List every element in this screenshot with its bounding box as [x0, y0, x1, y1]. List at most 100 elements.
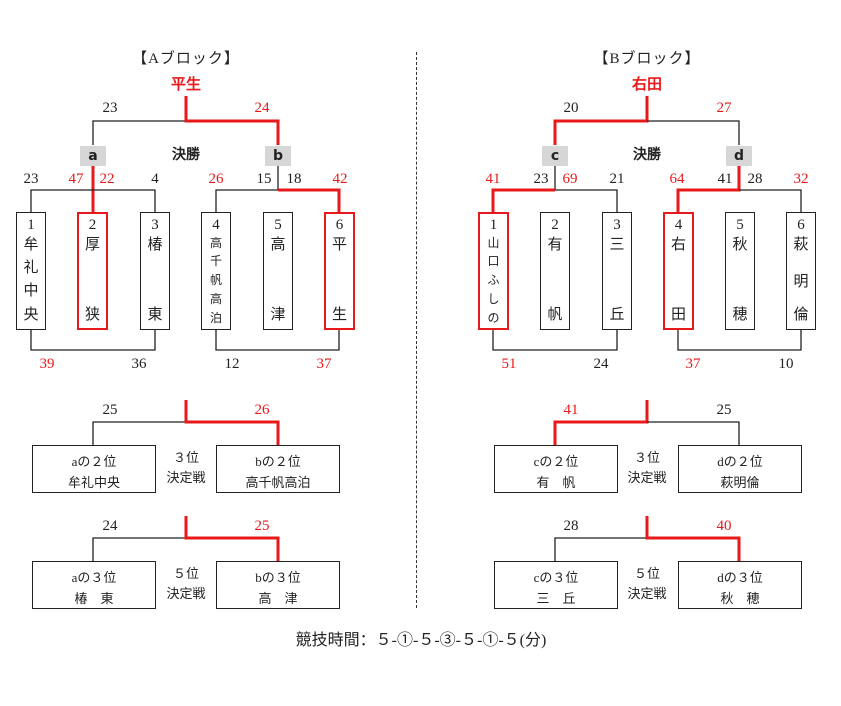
team-box: 5 高 津 — [263, 212, 293, 330]
team-name-char: 山 — [487, 236, 500, 250]
team-box: 4 高 千 帆 高 泊 — [201, 212, 231, 330]
top-score: 41 — [485, 171, 501, 187]
match-rank: ３位 — [633, 450, 661, 465]
bracket-line — [278, 188, 341, 212]
champion: 右田 — [631, 75, 663, 93]
box-title: bの２位 — [255, 454, 301, 469]
match-rank: ５位 — [633, 566, 661, 581]
box-team: 秋 穂 — [720, 591, 760, 606]
bottom-score: 37 — [685, 356, 701, 372]
team-number: 2 — [551, 217, 559, 233]
box-team: 椿 東 — [74, 591, 114, 606]
match-type: 決定戦 — [627, 586, 667, 601]
team-box: 2 有 帆 — [540, 212, 570, 330]
bottom-score: 10 — [778, 356, 794, 372]
third-place-right-box: dの２位 萩明倫 — [678, 445, 802, 493]
bracket-line — [92, 421, 186, 445]
team-number: 4 — [674, 217, 683, 233]
match-type: 決定戦 — [166, 586, 206, 601]
top-score: 23 — [533, 171, 549, 187]
top-score: 42 — [332, 171, 348, 187]
top-score: 22 — [99, 171, 115, 187]
bracket-line — [553, 400, 649, 445]
top-score: 4 — [151, 171, 159, 187]
fifth-place-score-right: 25 — [254, 518, 270, 534]
top-score: 69 — [562, 171, 578, 187]
team-number: 3 — [613, 217, 621, 233]
bottom-score: 39 — [39, 356, 55, 372]
team-number: 2 — [88, 217, 97, 233]
bracket-line — [554, 537, 647, 561]
champion: 平生 — [170, 75, 202, 93]
fifth-place-right-box: dの３位 秋 穂 — [678, 561, 802, 609]
bracket-line — [553, 96, 649, 145]
team-name-char: 泊 — [209, 311, 222, 325]
bottom-score: 51 — [501, 356, 517, 372]
team-name-char: 央 — [23, 307, 39, 323]
fifth-place-label: ５位 決定戦 — [627, 564, 666, 604]
team-number: 5 — [274, 217, 282, 233]
final-score-right: 27 — [716, 100, 732, 116]
bracket-line — [215, 330, 340, 351]
team-name-char: 萩 — [793, 237, 809, 253]
bracket-line — [215, 189, 278, 212]
bracket-line — [92, 120, 186, 145]
team-name-char: 有 — [547, 237, 563, 253]
bottom-score: 36 — [131, 356, 147, 372]
team-name-char: 帆 — [547, 307, 563, 323]
bracket-line — [184, 516, 280, 561]
block-title: 【Aブロック】 — [132, 51, 240, 67]
third-place-score-right: 26 — [254, 402, 270, 418]
box-team: 有 帆 — [536, 475, 576, 490]
box-title: cの２位 — [533, 454, 579, 469]
bracket-line — [30, 330, 156, 351]
team-box-winner: 1 山 口 ふ し の — [478, 212, 509, 330]
top-score: 18 — [286, 171, 302, 187]
team-name-char: 三 — [609, 237, 625, 253]
third-place-label: ３位 決定戦 — [166, 448, 205, 488]
third-place-label: ３位 決定戦 — [627, 448, 666, 488]
final-label: 決勝 — [172, 147, 200, 163]
bracket-line — [492, 330, 618, 351]
bracket-line — [491, 188, 555, 212]
team-number: 6 — [335, 217, 344, 233]
team-box: 1 牟 礼 中 央 — [16, 212, 46, 330]
fifth-place-right-box: bの３位 高 津 — [216, 561, 340, 609]
team-number: 5 — [736, 217, 744, 233]
team-name-char: 東 — [147, 307, 163, 323]
fifth-place-score-left: 28 — [563, 518, 579, 534]
team-name-char: 明 — [793, 274, 809, 290]
bracket-line — [677, 330, 802, 351]
fifth-place-score-left: 24 — [102, 518, 118, 534]
bracket-line — [184, 96, 280, 145]
final-score-right: 24 — [254, 100, 270, 116]
match-rank: ５位 — [172, 566, 200, 581]
top-score: 28 — [747, 171, 763, 187]
third-place-score-right: 25 — [716, 402, 732, 418]
box-team: 牟礼中央 — [67, 475, 120, 490]
team-name-char: 倫 — [793, 307, 809, 323]
box-team: 萩明倫 — [720, 475, 760, 490]
box-team: 高 津 — [258, 591, 298, 606]
team-name-char: ふ — [487, 273, 500, 287]
top-score: 47 — [68, 171, 84, 187]
fifth-place-left-box: aの３位 椿 東 — [32, 561, 156, 609]
bracket-line — [739, 189, 802, 212]
team-name-char: 中 — [23, 283, 39, 299]
team-box: 3 三 丘 — [602, 212, 632, 330]
team-name-char: 津 — [270, 307, 286, 323]
team-name-char: 高 — [209, 292, 222, 306]
team-name-char: 椿 — [147, 237, 163, 253]
team-name-char: 千 — [209, 254, 222, 268]
box-title: dの３位 — [717, 570, 763, 585]
team-box: 6 萩 明 倫 — [786, 212, 816, 330]
team-name-char: し — [487, 292, 500, 306]
bracket-line — [30, 189, 156, 212]
box-team: 三 丘 — [536, 591, 576, 606]
box-title: dの２位 — [717, 454, 763, 469]
team-name-char: 右 — [670, 237, 686, 253]
bracket-line — [647, 421, 740, 445]
team-name-char: 牟 — [23, 237, 39, 253]
team-name-char: 高 — [270, 237, 286, 253]
